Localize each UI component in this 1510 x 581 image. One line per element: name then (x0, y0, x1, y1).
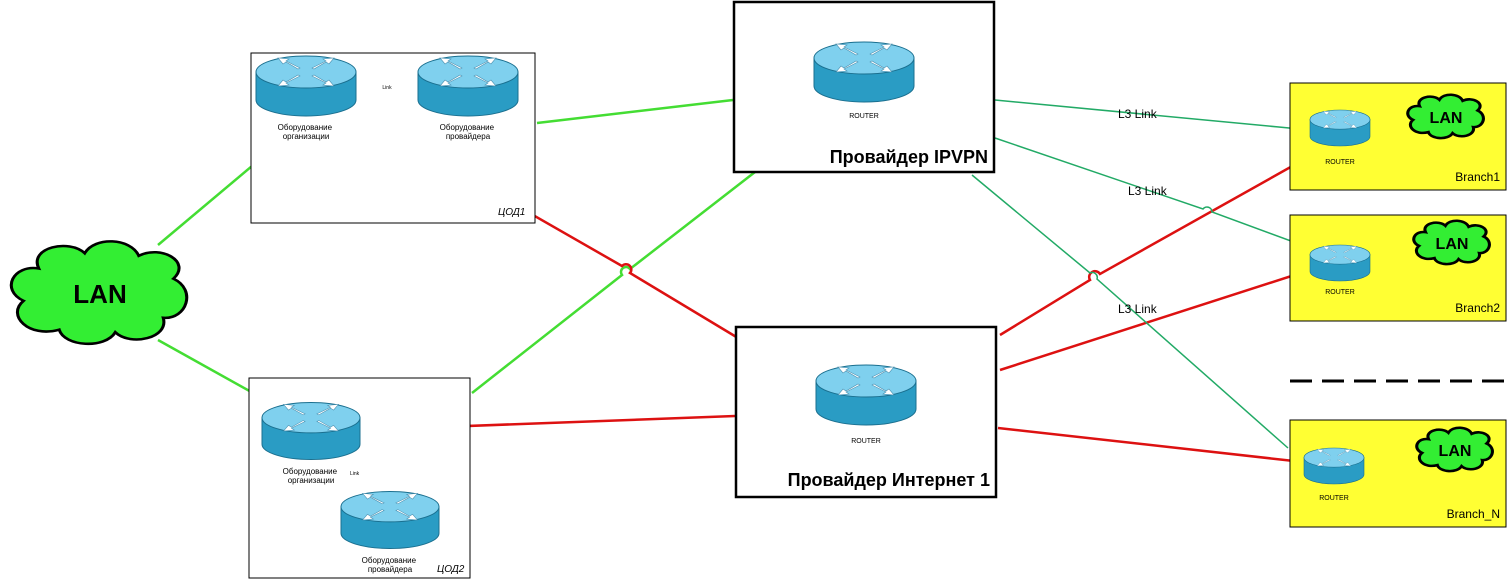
cod2-prov-line: Оборудование (362, 556, 417, 565)
router-caption-line2: провайдера (446, 132, 491, 141)
branchn-name: Branch_N (1447, 507, 1500, 521)
branch2-router-label: ROUTER (1325, 289, 1355, 296)
ipvpn-provider-box: ROUTER Провайдер IPVPN (732, 0, 996, 174)
cod2-router-org-label: Оборудование организации (283, 467, 340, 485)
branchn-router-label: ROUTER (1319, 495, 1349, 502)
ipvpn-router-icon (813, 41, 915, 103)
l3-link-label-3: L3 Link (1118, 302, 1158, 316)
link-l3-branch2 (994, 137, 1311, 249)
link-cod1-internet (354, 111, 739, 340)
cod1-router-prov-label: Оборудование провайдера (440, 123, 497, 141)
branch1-name: Branch1 (1455, 170, 1500, 184)
cod1-title: ЦОД1 (498, 207, 525, 218)
cod2-link-label: Link (350, 471, 360, 477)
branch2-router-icon (1309, 244, 1371, 282)
cod2-title: ЦОД2 (437, 564, 465, 575)
branch1-router-icon (1309, 109, 1371, 147)
ipvpn-title: Провайдер IPVPN (830, 147, 988, 167)
internet-router-icon (815, 364, 917, 426)
cod2-box: Link Оборудование организации Оборудован… (248, 377, 471, 579)
cod1-org-line: Оборудование (278, 123, 333, 132)
router-caption-line2: провайдера (368, 565, 413, 574)
cod1-router-org-label: Оборудование организации (278, 123, 335, 141)
cod1-prov-line: Оборудование (440, 123, 495, 132)
branch1-box: ROUTER LAN Branch1 (1289, 82, 1507, 191)
cod2-router-org-icon (261, 402, 361, 460)
internet-provider-box: ROUTER Провайдер Интернет 1 (734, 325, 998, 499)
cod2-org-line: Оборудование (283, 467, 338, 476)
branch1-lan-label: LAN (1430, 110, 1463, 127)
link-lan-cod2 (157, 338, 263, 400)
branch1-router-label: ROUTER (1325, 159, 1355, 166)
l3-link-label-2: L3 Link (1128, 184, 1168, 198)
branchn-box: ROUTER LAN Branch_N (1289, 419, 1507, 528)
branch2-lan-label: LAN (1436, 236, 1469, 253)
cod1-box: Link Оборудование организации Оборудован… (250, 52, 536, 224)
link-internet-branchn (997, 426, 1304, 464)
branchn-router-icon (1303, 447, 1365, 485)
link-l3-branch1 (994, 99, 1311, 131)
internet-title: Провайдер Интернет 1 (788, 470, 990, 490)
link-l3-branchn (971, 174, 1289, 449)
internet-router-label: ROUTER (851, 438, 881, 445)
main-lan-label: LAN (73, 279, 126, 309)
ipvpn-router-label: ROUTER (849, 113, 879, 120)
link-cod1-ipvpn (536, 98, 734, 125)
link-internet-branch2 (999, 268, 1311, 372)
l3-link-label-1: L3 Link (1118, 107, 1158, 121)
router-caption-line2: организации (288, 476, 335, 485)
cod1-link-label: Link (382, 85, 392, 91)
cod1-router-org-icon (255, 55, 357, 117)
branch2-box: ROUTER LAN Branch2 (1289, 214, 1507, 322)
branch2-name: Branch2 (1455, 301, 1500, 315)
cod1-router-prov-icon (417, 55, 519, 117)
cod2-router-prov-label: Оборудование провайдера (362, 556, 419, 574)
link-cod2-ipvpn (471, 171, 756, 394)
router-caption-line2: организации (283, 132, 330, 141)
cod2-router-prov-icon (340, 491, 440, 549)
branchn-lan-label: LAN (1439, 443, 1472, 460)
